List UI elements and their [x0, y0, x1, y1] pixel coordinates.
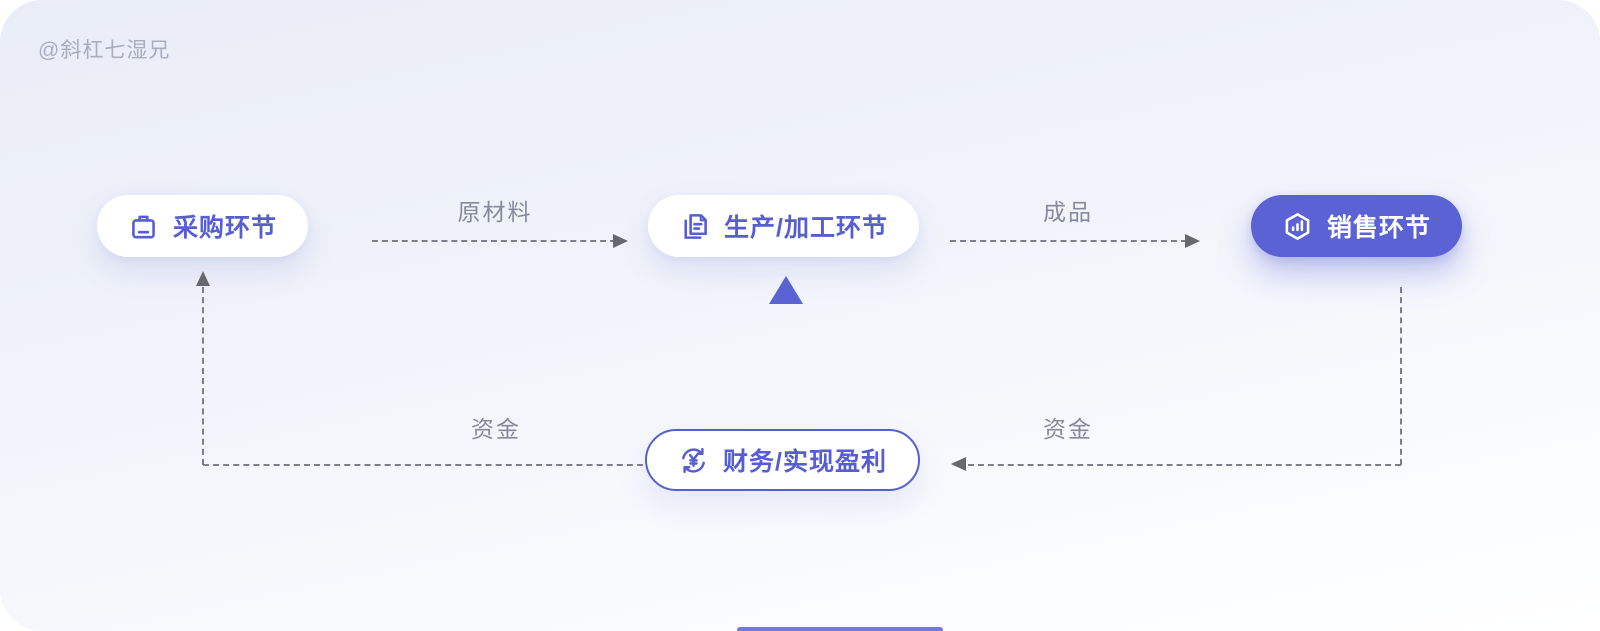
- bottom-accent-bar: [737, 627, 943, 631]
- node-procurement[interactable]: 采购环节: [97, 195, 309, 257]
- up-triangle-marker: [769, 276, 803, 304]
- node-label: 销售环节: [1327, 214, 1432, 242]
- node-label: 财务/实现盈利: [723, 448, 887, 476]
- node-label: 生产/加工环节: [724, 214, 888, 242]
- arrow-finished-goods-head: [1185, 234, 1200, 248]
- edge-label-finished-goods: 成品: [1043, 199, 1093, 225]
- funds-left-horizontal-line: [203, 464, 643, 466]
- funds-right-vertical-line: [1400, 287, 1402, 465]
- funds-left-vertical-line: [202, 287, 204, 465]
- edge-label-funds-right: 资金: [1043, 416, 1093, 442]
- arrow-raw-materials-line: [372, 240, 616, 242]
- funds-right-arrow-head: [951, 457, 966, 471]
- hexagon-chart-icon: [1282, 211, 1313, 242]
- funds-left-arrow-head: [196, 271, 210, 286]
- node-finance[interactable]: 财务/实现盈利: [645, 429, 920, 491]
- arrow-raw-materials-head: [613, 234, 628, 248]
- arrow-finished-goods-line: [950, 240, 1187, 242]
- edge-label-raw-materials: 原材料: [457, 199, 533, 225]
- shopping-bag-icon: [128, 211, 159, 242]
- node-sales[interactable]: 销售环节: [1251, 195, 1463, 257]
- documents-icon: [679, 211, 710, 242]
- yen-cycle-icon: [678, 445, 709, 476]
- watermark: @斜杠七湿兄: [38, 39, 171, 62]
- node-production[interactable]: 生产/加工环节: [648, 195, 919, 257]
- node-label: 采购环节: [173, 214, 278, 242]
- edge-label-funds-left: 资金: [471, 416, 521, 442]
- funds-right-horizontal-line: [968, 464, 1401, 466]
